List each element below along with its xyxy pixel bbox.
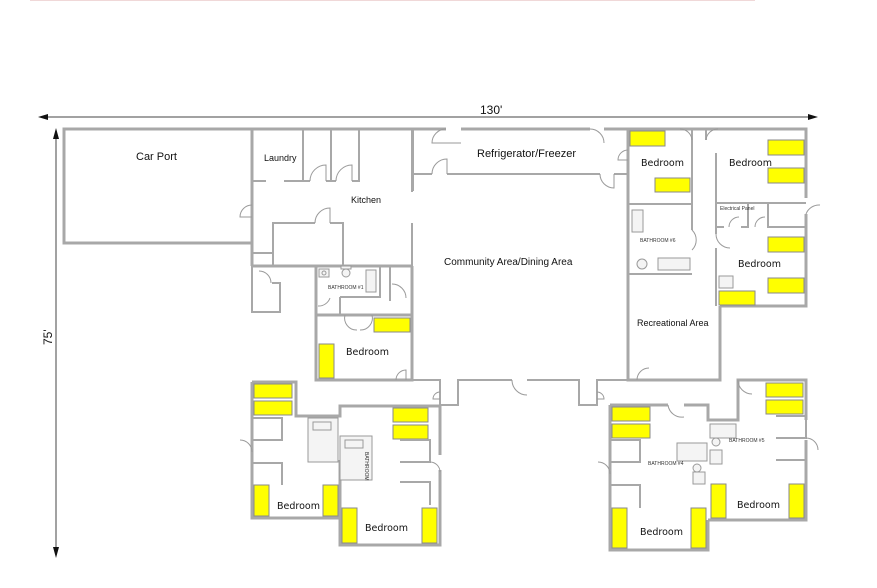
bed <box>767 167 805 184</box>
width-dimension: 130' <box>38 103 818 120</box>
community-dining-area: Community Area/Dining Area <box>412 257 628 406</box>
height-dimension: 75' <box>41 128 59 558</box>
bed <box>253 484 270 517</box>
electrical-panel-label: Electrical Panel <box>720 206 754 212</box>
car-port-label: Car Port <box>136 151 177 163</box>
bed <box>253 383 293 399</box>
bed <box>392 407 429 423</box>
southeast-wing: Bedroom BATHROOM #4 BATHROOM #5 Bedroom <box>597 378 819 552</box>
bathroom-1-label: BATHROOM #1 <box>328 285 364 291</box>
bed <box>322 484 339 517</box>
bedroom-label: Bedroom <box>346 347 389 358</box>
bathroom-5-label: BATHROOM #5 <box>729 438 765 444</box>
bed <box>710 483 727 519</box>
bed <box>392 424 429 440</box>
bed <box>767 139 805 156</box>
laundry-kitchen-block: Laundry Kitchen <box>239 129 413 300</box>
bed <box>767 236 805 253</box>
bed <box>654 177 691 193</box>
bed <box>318 343 335 379</box>
bed <box>421 507 438 544</box>
bathroom-6-label: BATHROOM #6 <box>640 238 676 244</box>
width-label: 130' <box>480 103 502 117</box>
top-border-line <box>30 0 755 1</box>
bedroom-label: Bedroom <box>277 501 320 512</box>
kitchen-label: Kitchen <box>351 195 381 205</box>
bed <box>767 277 805 294</box>
bed <box>765 382 804 398</box>
refrigerator-freezer-label: Refrigerator/Freezer <box>477 148 576 160</box>
bed <box>690 507 707 549</box>
bedroom-label: Bedroom <box>738 259 781 270</box>
southwest-wing: Bedroom BATHROOM Bedroom <box>239 380 442 547</box>
bedroom-label: Bedroom <box>640 527 683 538</box>
bed <box>611 507 628 549</box>
bed <box>765 399 804 415</box>
car-port: Car Port <box>62 127 254 245</box>
bedroom-label: Bedroom <box>365 523 408 534</box>
bedroom-label: Bedroom <box>737 500 780 511</box>
exterior-walls <box>252 127 808 308</box>
community-area-label: Community Area/Dining Area <box>444 257 573 268</box>
bathroom-sw-label: BATHROOM <box>363 452 369 481</box>
bathroom-4-label: BATHROOM #4 <box>648 461 684 467</box>
bedroom-label: Bedroom <box>641 158 684 169</box>
bed <box>373 317 411 333</box>
laundry-label: Laundry <box>264 153 297 163</box>
northeast-wing: Bedroom Bedroom BATHROOM #6 Electrical P… <box>617 128 821 382</box>
bed <box>611 406 651 422</box>
bed <box>611 423 651 439</box>
bed <box>788 483 805 519</box>
bed <box>718 290 756 306</box>
refrigerator-freezer-room: Refrigerator/Freezer <box>412 128 628 191</box>
bed <box>253 400 293 416</box>
height-label: 75' <box>41 329 55 345</box>
bed <box>629 130 666 147</box>
bedroom-west: Bedroom <box>314 313 414 382</box>
bedroom-label: Bedroom <box>729 158 772 169</box>
recreational-area-label: Recreational Area <box>637 318 709 328</box>
bed <box>341 507 358 544</box>
